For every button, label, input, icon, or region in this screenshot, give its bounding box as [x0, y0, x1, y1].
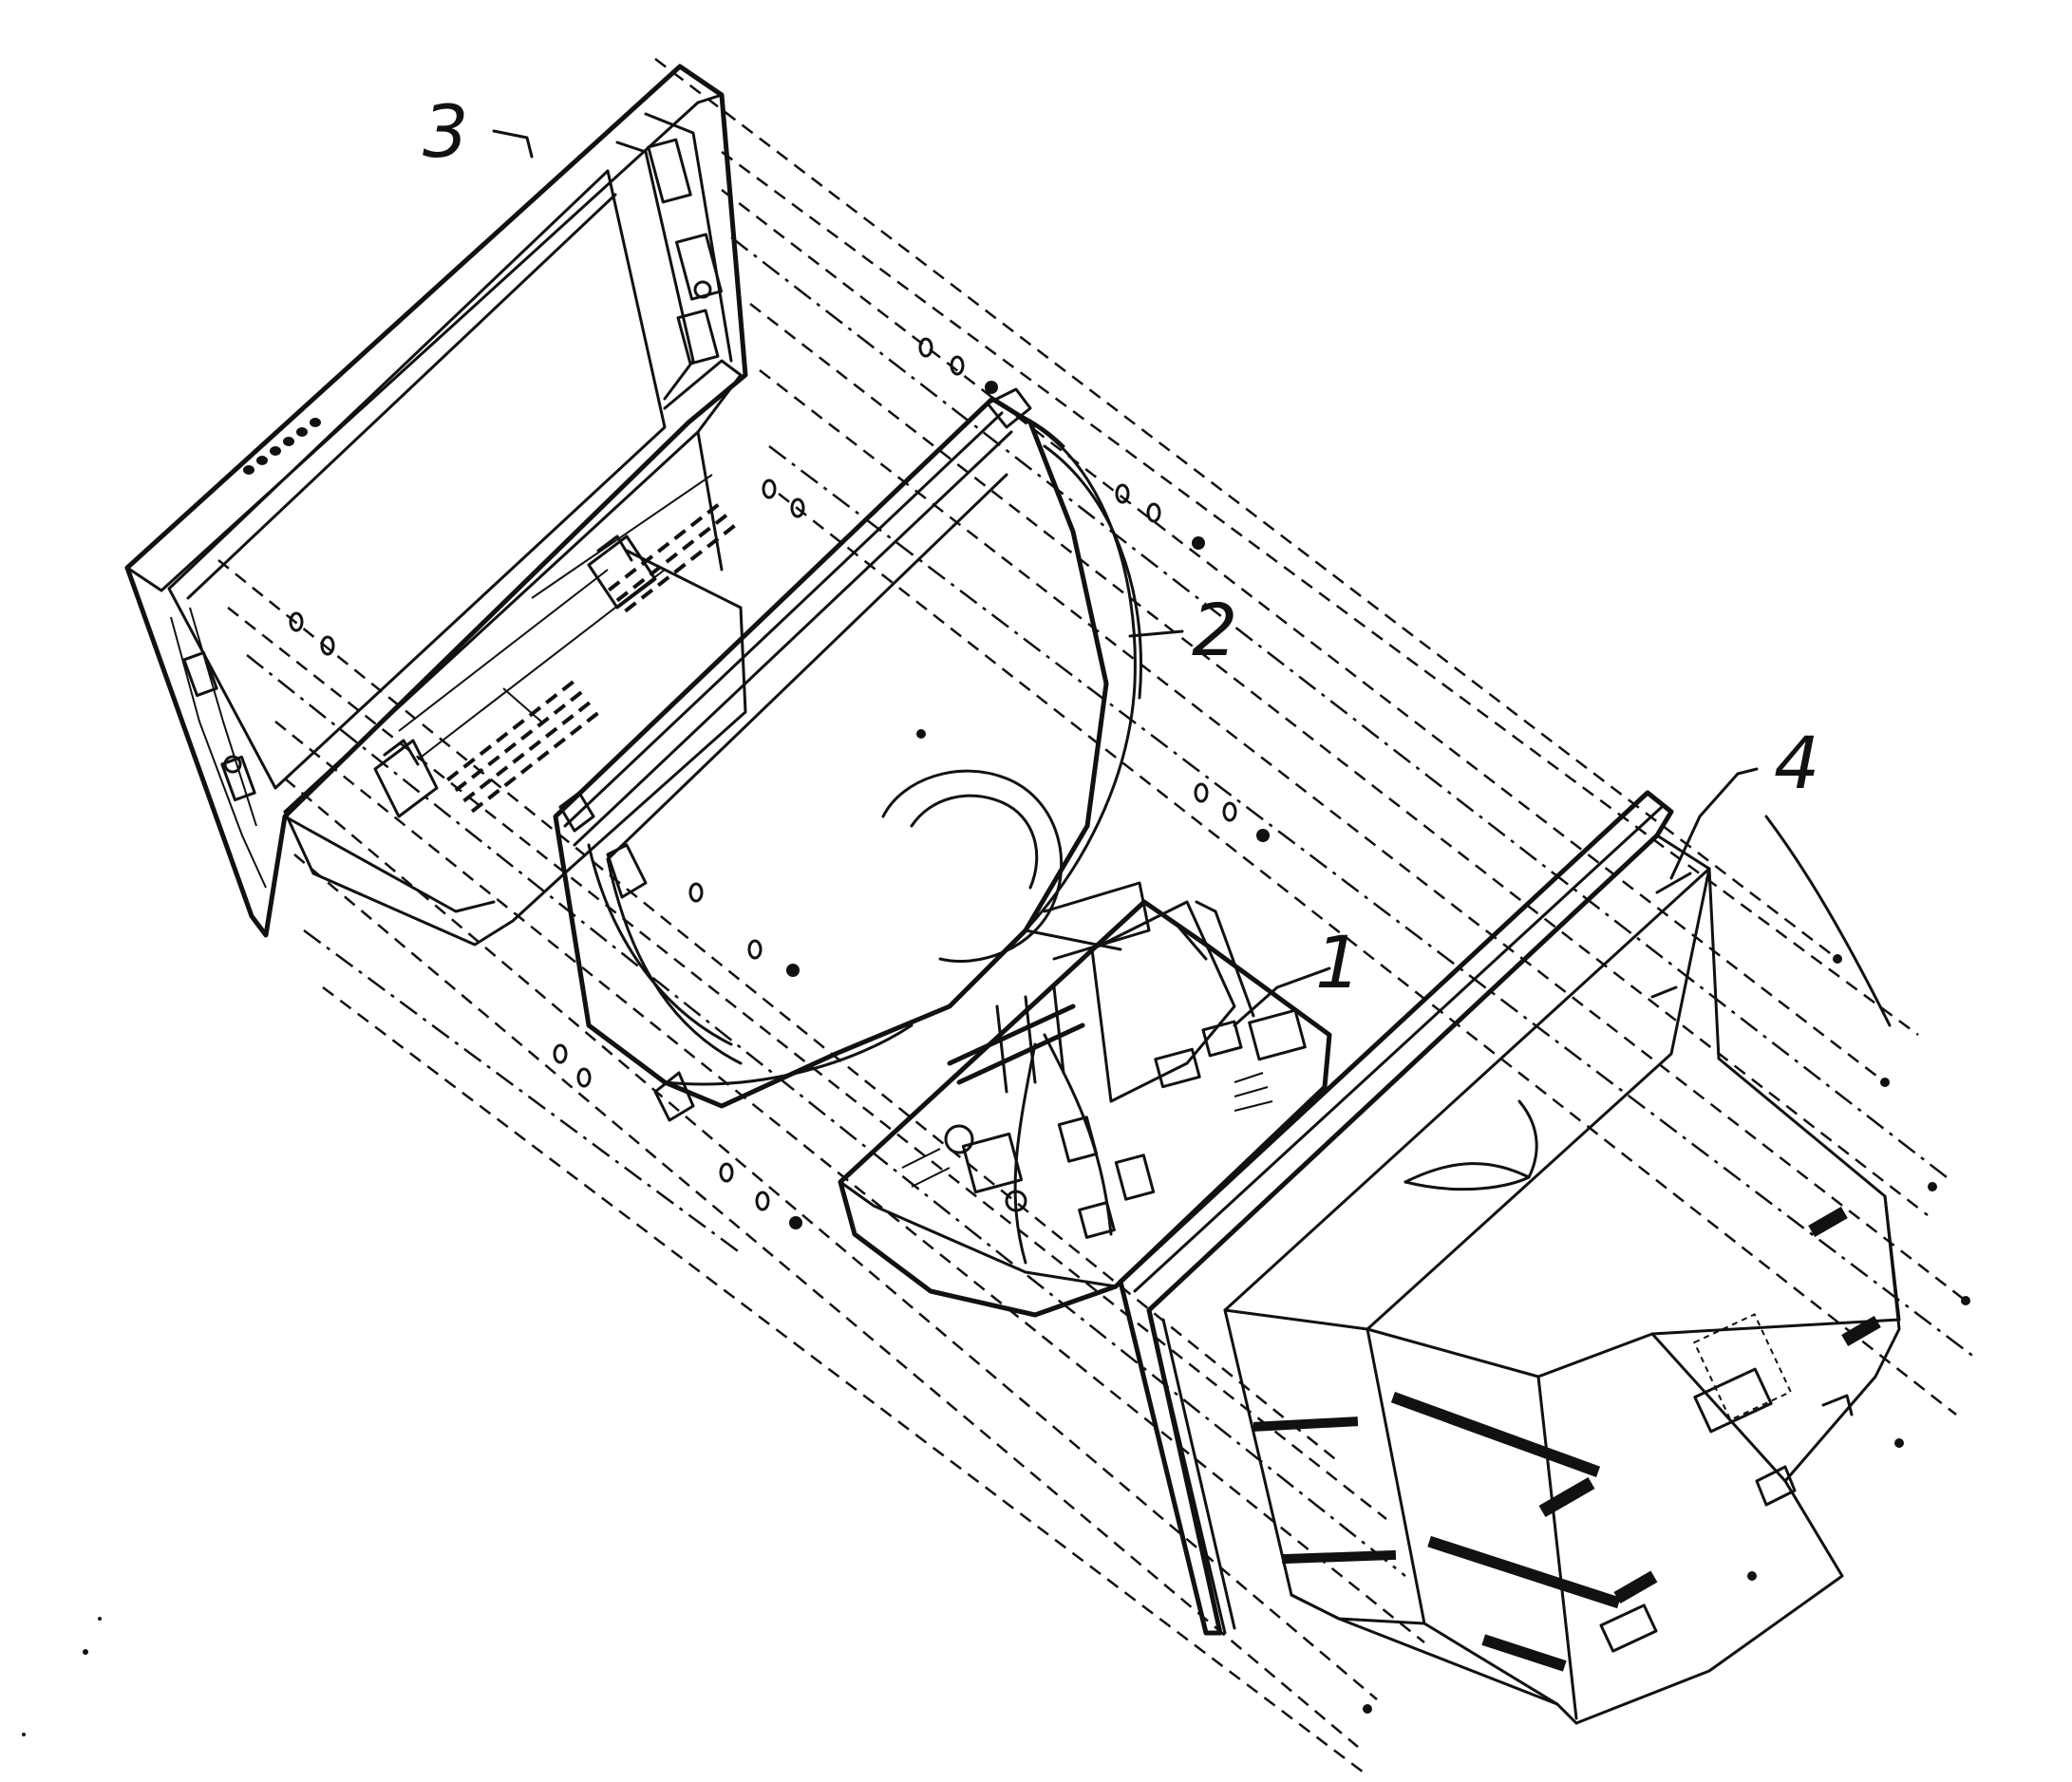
screw-group-upper: [762, 337, 1205, 550]
screw-group-middle: [289, 611, 1270, 977]
screw-group-lower: [553, 1043, 802, 1229]
label-part-4: 4: [1774, 721, 1819, 805]
label-part-1: 1: [1315, 920, 1361, 1004]
label-part-3: 3: [423, 89, 468, 174]
bottom-chassis-tray: [283, 359, 747, 947]
front-bezel-frame: [124, 64, 748, 938]
fastener-screws: [289, 337, 1970, 1714]
label-part-2: 2: [1192, 588, 1237, 672]
front-control-buttons: [243, 418, 321, 475]
screw-group-rear: [1363, 954, 1970, 1714]
picture-tube: [553, 387, 1151, 1122]
leader-lines: [492, 129, 1759, 1027]
rear-vent-stripes: [1253, 1206, 1881, 1672]
rear-cabinet: [1118, 790, 1901, 1725]
main-chassis-board: [838, 899, 1332, 1318]
vent-slots: [446, 503, 736, 814]
